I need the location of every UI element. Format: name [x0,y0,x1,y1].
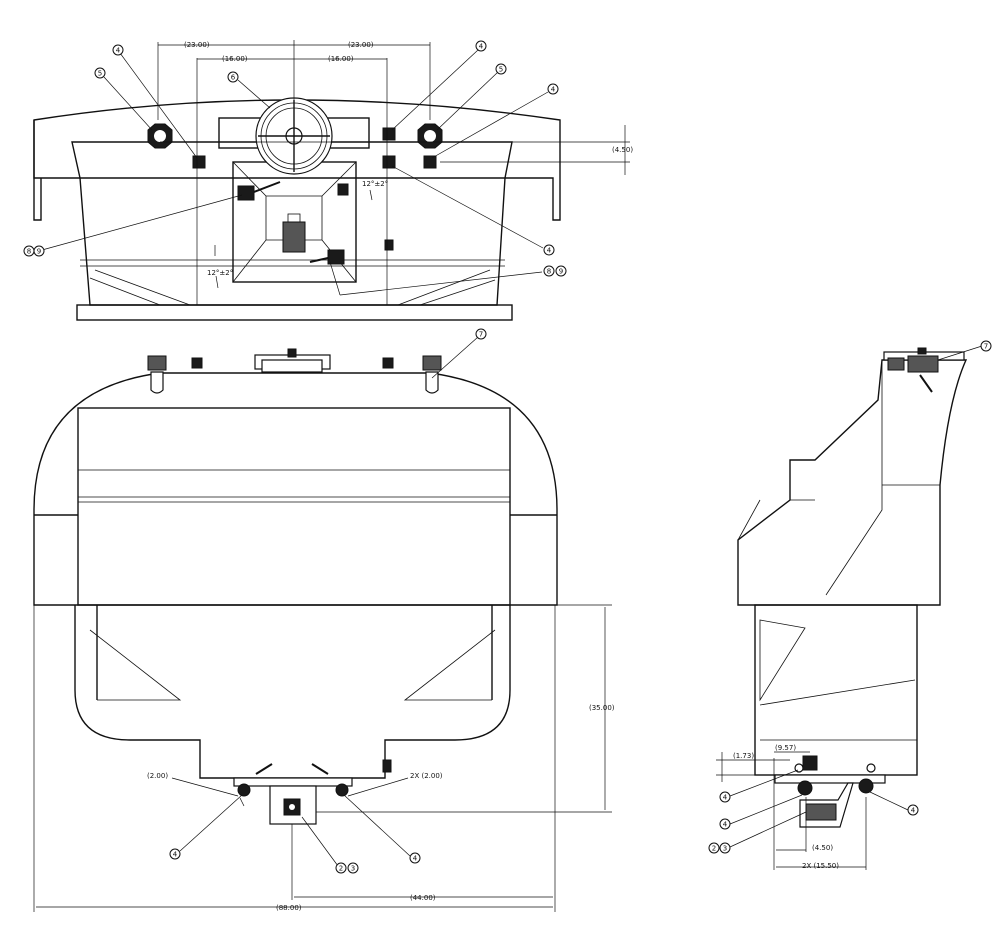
balloon-5-b: 5 [495,63,507,75]
balloon-9-b: 9 [555,265,567,277]
svg-text:8: 8 [547,268,551,276]
svg-text:4: 4 [479,43,484,51]
balloon-4-front-left: 4 [169,848,181,860]
balloon-3-front: 3 [347,862,359,874]
balloon-5-a: 5 [94,67,106,79]
balloon-4-side-b: 4 [719,818,731,830]
balloon-4-side-a: 4 [719,791,731,803]
balloon-3-side: 3 [719,842,731,854]
dim-35: (35.00) [589,704,615,712]
angle-lower: 12°±2° [207,269,233,277]
nozzle-upper [237,181,281,201]
svg-text:9: 9 [37,248,41,256]
front-view: (35.00) (2.00) 2X (2.00) (44.00) (88.00)… [33,328,615,912]
dim-9-57: (9.57) [775,744,796,752]
balloon-8-b: 8 [543,265,555,277]
dim-4-50-side: (4.50) [812,844,833,852]
svg-text:2: 2 [339,865,343,873]
svg-text:4: 4 [911,807,916,815]
svg-text:3: 3 [723,845,727,853]
port-4-a [192,155,206,169]
side-top-fittings [883,347,965,393]
dim-2-00: (2.00) [147,772,168,780]
svg-text:5: 5 [98,70,102,78]
angle-upper: 12°±2° [362,180,388,188]
balloon-7-front: 7 [475,328,487,340]
svg-text:2: 2 [712,845,716,853]
svg-text:7: 7 [479,331,483,339]
port-4-b [382,127,396,141]
svg-text:9: 9 [559,268,563,276]
port-5-right [417,123,443,149]
dim-4-50-top: (4.50) [612,146,633,154]
side-bottom-fittings [774,755,886,828]
balloon-9-a: 9 [33,245,45,257]
balloon-4-d: 4 [543,244,555,256]
balloon-7-side: 7 [980,340,992,352]
svg-text:4: 4 [413,855,418,863]
svg-text:4: 4 [547,247,552,255]
svg-text:4: 4 [723,794,728,802]
dim-2x-2-00: 2X (2.00) [410,772,443,780]
dim-23-left: (23.00) [184,41,210,49]
nozzle-lower [309,249,345,265]
front-top-fittings [147,348,442,394]
balloon-4-a: 4 [112,44,124,56]
balloon-4-b: 4 [475,40,487,52]
center-valve [282,213,306,253]
dim-1-73: (1.73) [733,752,754,760]
balloon-4-front-right: 4 [409,852,421,864]
side-view-outline [737,359,968,606]
front-lower-hopper [74,605,511,779]
svg-text:6: 6 [231,74,236,82]
svg-text:3: 3 [351,865,355,873]
dim-88: (88.00) [276,904,302,912]
port-4-c [382,155,396,169]
balloon-6: 6 [227,71,239,83]
side-view: (9.57) (1.73) (4.50) 2X (15.50) 7 4 4 4 … [708,340,992,870]
balloon-4-side-c: 4 [907,804,919,816]
svg-text:4: 4 [723,821,728,829]
balloon-2-side: 2 [708,842,720,854]
svg-text:4: 4 [551,86,556,94]
balloon-8-a: 8 [23,245,35,257]
manway-lid [255,97,333,175]
top-view: (23.00) (23.00) (16.00) (16.00) (4.50) 1… [23,40,633,321]
svg-text:8: 8 [27,248,31,256]
dim-16-right: (16.00) [328,55,354,63]
balloon-2-front: 2 [335,862,347,874]
dim-2x-15-50: 2X (15.50) [802,862,839,870]
dim-44: (44.00) [410,894,436,902]
svg-text:7: 7 [984,343,988,351]
dim-16-left: (16.00) [222,55,248,63]
dim-23-right: (23.00) [348,41,374,49]
port-5-left [147,123,173,149]
front-bottom-fittings [233,759,392,825]
svg-text:4: 4 [173,851,178,859]
svg-text:4: 4 [116,47,121,55]
top-view-outline [33,99,561,221]
balloon-4-c: 4 [547,83,559,95]
port-4-d [423,155,437,169]
svg-text:5: 5 [499,66,503,74]
